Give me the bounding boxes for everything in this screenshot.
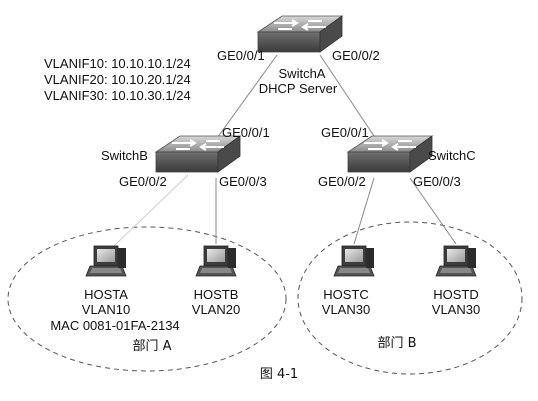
link-b-hosta	[113, 174, 189, 247]
switch-b-name: SwitchB	[101, 148, 148, 163]
vlanif-20-label: VLANIF20: 10.10.20.1/24	[44, 72, 191, 87]
vlanif-10-label: VLANIF10: 10.10.10.1/24	[44, 56, 191, 71]
host-d-name: HOSTD	[433, 287, 479, 302]
switch-a-port-right: GE0/0/2	[332, 48, 380, 63]
switch-a-icon	[257, 15, 343, 53]
department-a-label: 部门 A	[132, 339, 171, 354]
host-a-vlan: VLAN10	[82, 302, 130, 317]
switch-b-port-up: GE0/0/1	[222, 125, 270, 140]
host-b-icon	[195, 245, 237, 277]
link-c-hostd	[409, 177, 457, 245]
switch-b-port-left: GE0/0/2	[119, 174, 167, 189]
link-a-c	[319, 54, 381, 146]
switch-c-port-left: GE0/0/2	[318, 174, 366, 189]
host-a-name: HOSTA	[84, 287, 128, 302]
host-c-vlan: VLAN30	[322, 302, 370, 317]
vlanif-30-label: VLANIF30: 10.10.30.1/24	[44, 88, 191, 103]
department-a-boundary	[7, 226, 287, 372]
host-d-vlan: VLAN30	[432, 302, 480, 317]
switch-a-port-left: GE0/0/1	[217, 48, 265, 63]
host-d-icon	[435, 245, 477, 277]
switch-b-icon	[155, 135, 241, 173]
switch-c-name: SwitchC	[428, 148, 476, 163]
host-b-name: HOSTB	[194, 287, 239, 302]
switch-b-port-right: GE0/0/3	[219, 174, 267, 189]
figure-caption: 图 4-1	[260, 367, 298, 382]
host-c-name: HOSTC	[323, 287, 369, 302]
switch-c-port-right: GE0/0/3	[413, 174, 461, 189]
switch-c-icon	[347, 135, 433, 173]
department-b-label: 部门 B	[377, 336, 416, 351]
switch-a-name: SwitchA	[279, 66, 326, 81]
host-a-mac: MAC 0081-01FA-2134	[50, 318, 179, 333]
department-b-boundary	[297, 221, 523, 375]
host-a-icon	[85, 245, 127, 277]
link-c-hostc	[353, 177, 375, 245]
links	[113, 54, 457, 247]
host-b-vlan: VLAN20	[192, 302, 240, 317]
host-c-icon	[333, 245, 375, 277]
switch-a-role: DHCP Server	[259, 81, 338, 96]
switch-c-port-up: GE0/0/1	[321, 125, 369, 140]
link-a-b	[211, 54, 278, 146]
